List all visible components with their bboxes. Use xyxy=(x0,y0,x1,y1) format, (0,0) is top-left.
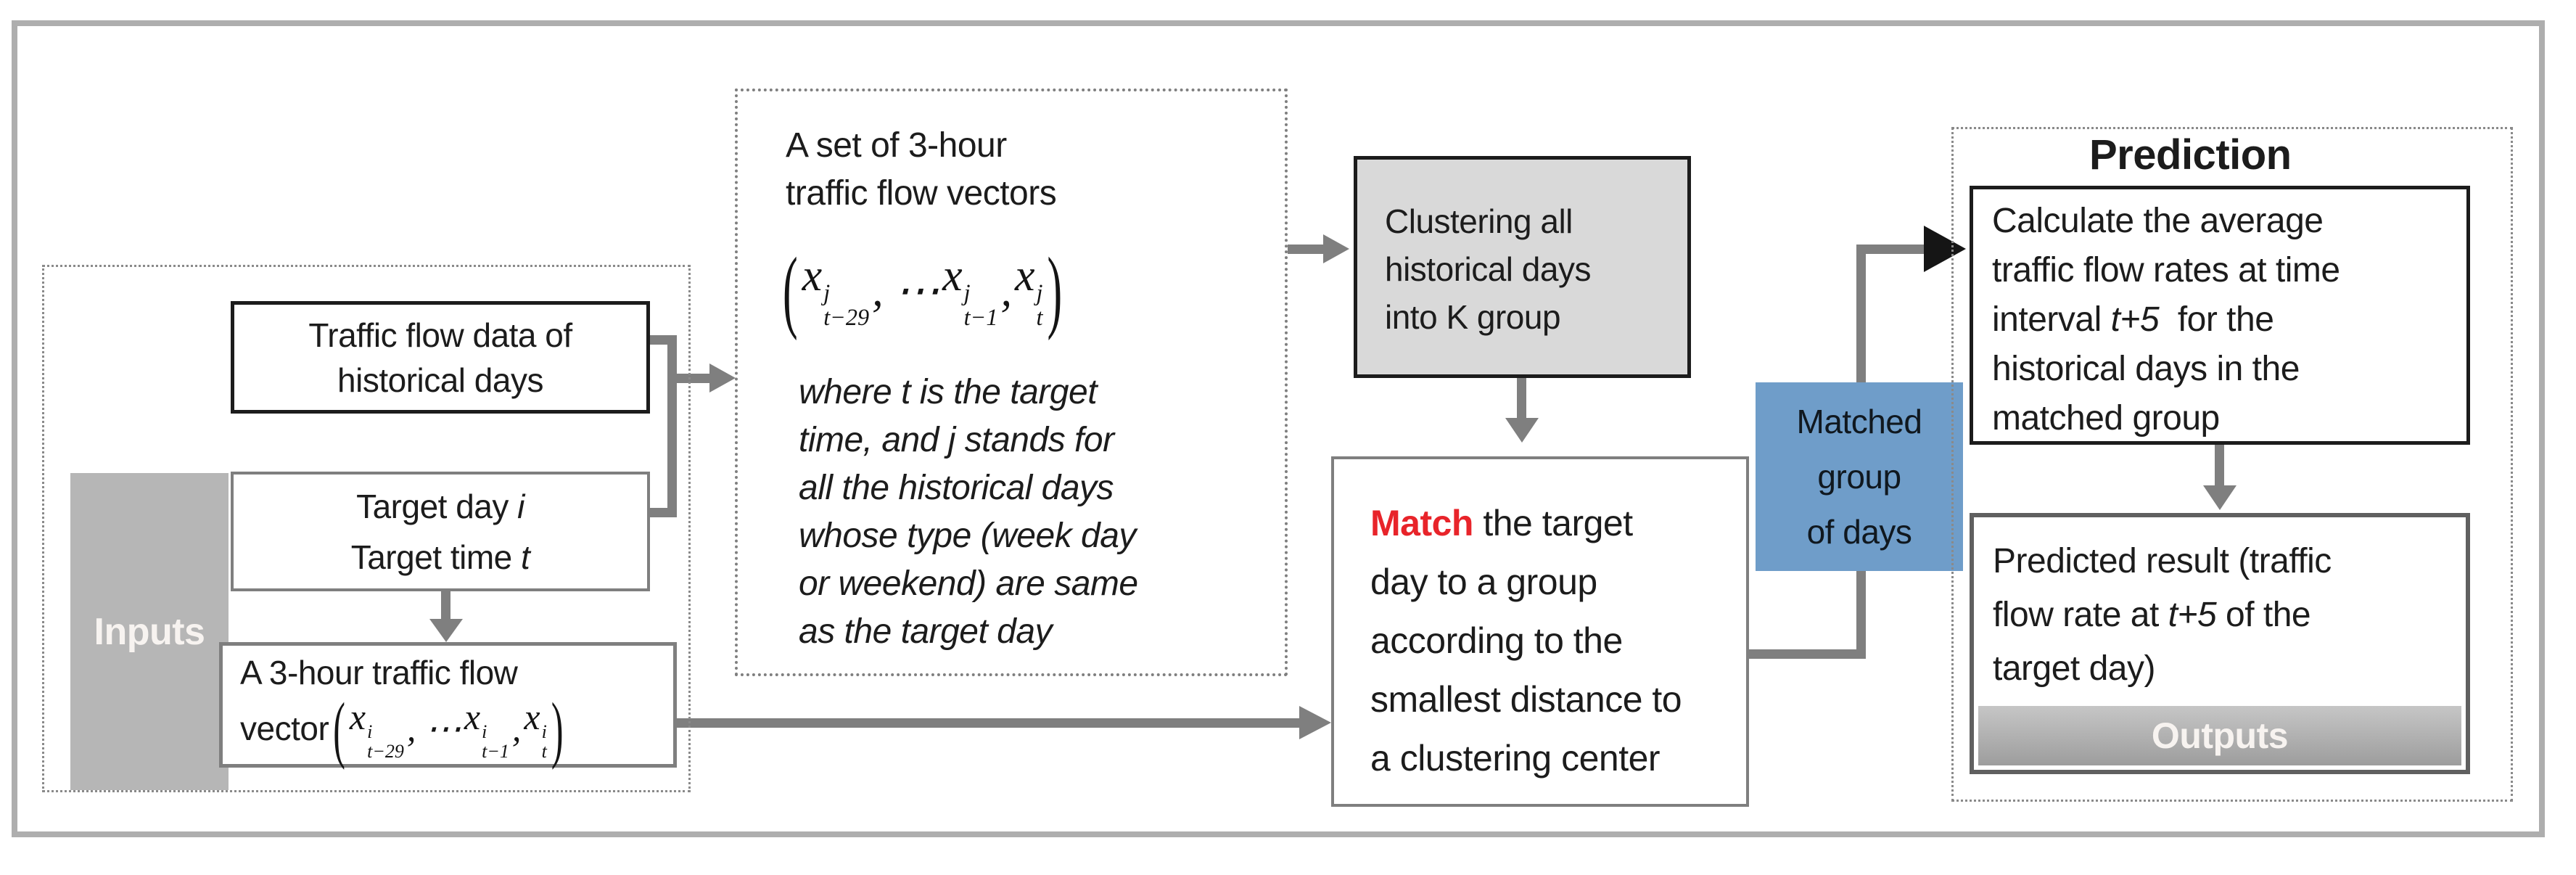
arrow-to-vector-set-shaft xyxy=(677,374,709,383)
clustering-line: into K group xyxy=(1385,298,1561,336)
outer-frame xyxy=(12,20,2545,837)
arrow-clustering-to-match-shaft xyxy=(1517,378,1526,418)
historical-data-box: Traffic flow data of historical days xyxy=(231,301,650,414)
note-line: all the historical days xyxy=(799,469,1114,507)
result-line2-pre: flow rate at xyxy=(1993,596,2168,634)
match-highlight: Match xyxy=(1370,503,1473,543)
result-line-rate: flow rate at t+5 of the xyxy=(1993,588,2466,642)
connector-target-stub xyxy=(650,508,677,517)
prediction-container xyxy=(1951,127,2513,802)
arrow-set-to-clustering-head xyxy=(1323,234,1349,263)
note-line: whose type (week day xyxy=(799,517,1136,555)
calc-line3-post: for the xyxy=(2159,300,2274,339)
inputs-label: Inputs xyxy=(94,610,205,653)
outputs-label-bar: Outputs xyxy=(1978,706,2461,765)
calc-line: Calculate the average xyxy=(1992,202,2324,240)
match-line: smallest distance to xyxy=(1370,679,1682,720)
target-time-line: Target time t xyxy=(351,532,530,583)
outputs-label: Outputs xyxy=(2151,715,2289,756)
arrow-to-calc-head xyxy=(1924,226,1966,272)
result-line: target day) xyxy=(1993,649,2155,688)
arrow-calc-to-result-head xyxy=(2203,485,2236,510)
calc-line: traffic flow rates at time xyxy=(1992,251,2340,289)
result-line: Predicted result (traffic xyxy=(1993,542,2332,580)
note-line: or weekend) are same xyxy=(799,564,1138,603)
clustering-line: Clustering all xyxy=(1385,202,1573,240)
target-box: Target day i Target time t xyxy=(231,472,650,591)
clustering-line: historical days xyxy=(1385,250,1591,288)
target-day-var: i xyxy=(517,487,524,525)
target-day-line: Target day i xyxy=(356,481,524,532)
match-line: a clustering center xyxy=(1370,738,1661,779)
arrow-to-vector-set-head xyxy=(709,363,736,393)
connector-bracket-vertical xyxy=(667,335,677,517)
matched-group-line: group xyxy=(1817,458,1901,496)
inputs-label-box: Inputs xyxy=(70,473,229,790)
match-line: day to a group xyxy=(1370,562,1597,602)
result-line2-var: t+5 xyxy=(2168,596,2217,634)
matched-group-line: of days xyxy=(1806,513,1912,551)
connector-match-elbow-h2 xyxy=(1866,245,1925,254)
target-time-text: Target time xyxy=(350,538,522,576)
note-line: time, and j stands for xyxy=(799,421,1114,459)
calc-average-box: Calculate the average traffic flow rates… xyxy=(1970,186,2470,445)
matched-group-line: Matched xyxy=(1796,403,1922,440)
historical-data-line1: Traffic flow data of xyxy=(308,316,572,354)
inputs-container xyxy=(42,265,691,792)
historical-data-line2: historical days xyxy=(337,361,543,399)
arrow-vector-to-match-head xyxy=(1299,706,1331,739)
match-line1: Match the target xyxy=(1370,494,1746,553)
target-time-var: t xyxy=(521,538,530,576)
match-line: according to the xyxy=(1370,620,1623,661)
arrow-target-to-vector-head xyxy=(429,619,463,642)
clustering-box: Clustering all historical days into K gr… xyxy=(1354,156,1691,378)
calc-line3-pre: interval xyxy=(1992,300,2111,339)
vector-set-note: where t is the target time, and j stands… xyxy=(786,369,1263,656)
vector-set-line2: traffic flow vectors xyxy=(786,174,1057,213)
matched-group-box: Matched group of days xyxy=(1756,382,1963,571)
result-line2-post: of the xyxy=(2216,596,2311,634)
prediction-title: Prediction xyxy=(2089,131,2292,178)
arrow-vector-to-match-shaft xyxy=(677,718,1301,728)
connector-match-elbow-h1 xyxy=(1749,649,1866,659)
arrow-calc-to-result-shaft xyxy=(2215,445,2224,487)
calc-line: historical days in the xyxy=(1992,350,2300,388)
match-box: Match the target day to a group accordin… xyxy=(1331,456,1749,807)
note-line: as the target day xyxy=(799,612,1053,651)
match-line1-rest: the target xyxy=(1473,503,1633,543)
note-line: where t is the target xyxy=(799,373,1098,411)
calc-line: matched group xyxy=(1992,399,2220,438)
arrow-set-to-clustering-shaft xyxy=(1288,245,1323,254)
target-day-text: Target day xyxy=(356,487,518,525)
vector-box-line1: A 3-hour traffic flow xyxy=(240,654,518,691)
calc-line-interval: interval t+5 for the xyxy=(1992,295,2466,345)
arrow-clustering-to-match-head xyxy=(1505,418,1539,443)
arrow-target-to-vector-shaft xyxy=(441,591,450,620)
vector-set-line1: A set of 3-hour xyxy=(786,126,1007,165)
vector-box-word: vector xyxy=(240,710,329,747)
calc-line3-var: t+5 xyxy=(2110,300,2160,339)
